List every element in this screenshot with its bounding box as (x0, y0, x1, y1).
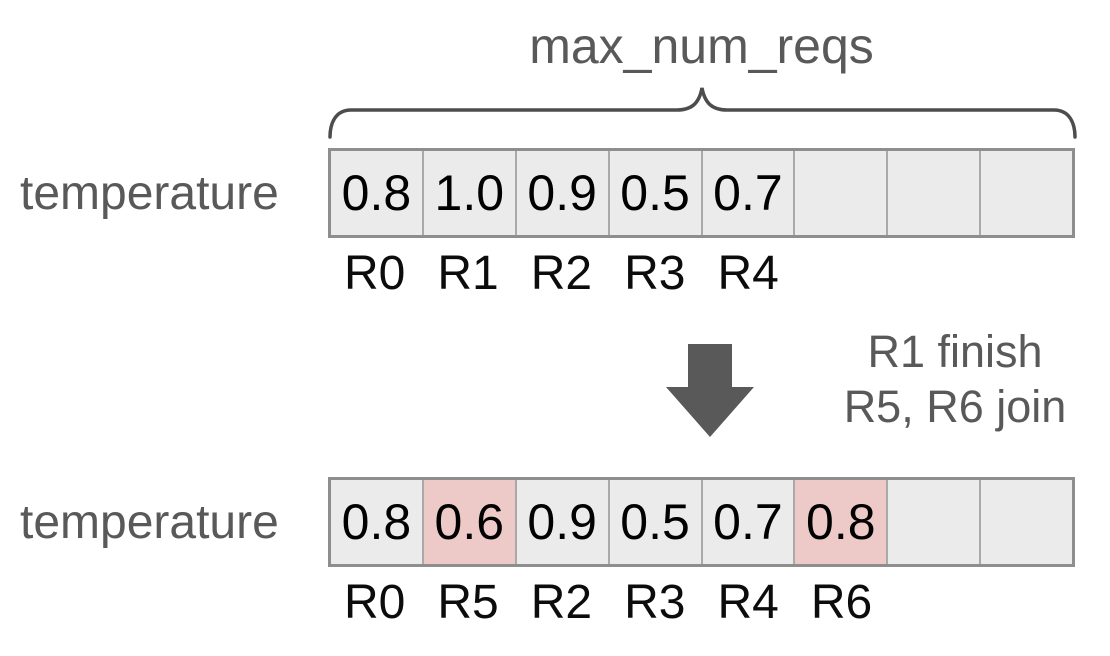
array-cell (981, 480, 1072, 564)
temperature-array-after: 0.8 0.6 0.9 0.5 0.7 0.8 (328, 477, 1075, 567)
request-label: R3 (624, 247, 686, 300)
request-label: R0 (344, 576, 406, 629)
row-label-temperature-top: temperature (20, 166, 279, 220)
request-label: R1 (437, 247, 499, 300)
note-line-2: R5, R6 join (843, 381, 1067, 432)
temperature-array-before: 0.8 1.0 0.9 0.5 0.7 (328, 148, 1075, 238)
array-cell: 0.6 (423, 480, 517, 564)
array-cell: 1.0 (423, 151, 517, 235)
request-label: R2 (530, 576, 593, 629)
array-cell: 0.5 (609, 151, 703, 235)
note-line-1: R1 finish (867, 326, 1043, 377)
transition-note: R1 finish R5, R6 join (820, 324, 1090, 434)
array-cell: 0.9 (516, 480, 610, 564)
down-arrow-icon (666, 344, 754, 437)
request-label (982, 579, 1075, 627)
request-label: R4 (717, 576, 779, 629)
request-labels-before: R0 R1 R2 R3 R4 (328, 250, 1075, 298)
array-cell: 0.8 (795, 480, 889, 564)
curly-brace (328, 87, 1077, 139)
request-label: R3 (624, 576, 686, 629)
array-cell: 0.8 (331, 151, 424, 235)
array-cell: 0.8 (331, 480, 424, 564)
request-label: R5 (437, 576, 499, 629)
array-cell (795, 151, 889, 235)
request-label (888, 579, 981, 627)
array-cell: 0.7 (702, 480, 796, 564)
request-label: R6 (810, 576, 873, 629)
request-label: R0 (344, 247, 406, 300)
request-labels-after: R0 R5 R2 R3 R4 R6 (328, 579, 1075, 627)
row-label-temperature-bottom: temperature (20, 495, 279, 549)
array-cell (981, 151, 1072, 235)
max-num-reqs-label: max_num_reqs (529, 18, 874, 74)
request-label: R2 (530, 247, 593, 300)
array-cell: 0.5 (609, 480, 703, 564)
array-cell: 0.9 (516, 151, 610, 235)
request-label: R4 (717, 247, 779, 300)
array-cell (888, 151, 982, 235)
request-label (982, 250, 1075, 298)
request-label (888, 250, 981, 298)
array-cell (888, 480, 982, 564)
array-cell: 0.7 (702, 151, 796, 235)
request-label (795, 250, 888, 298)
